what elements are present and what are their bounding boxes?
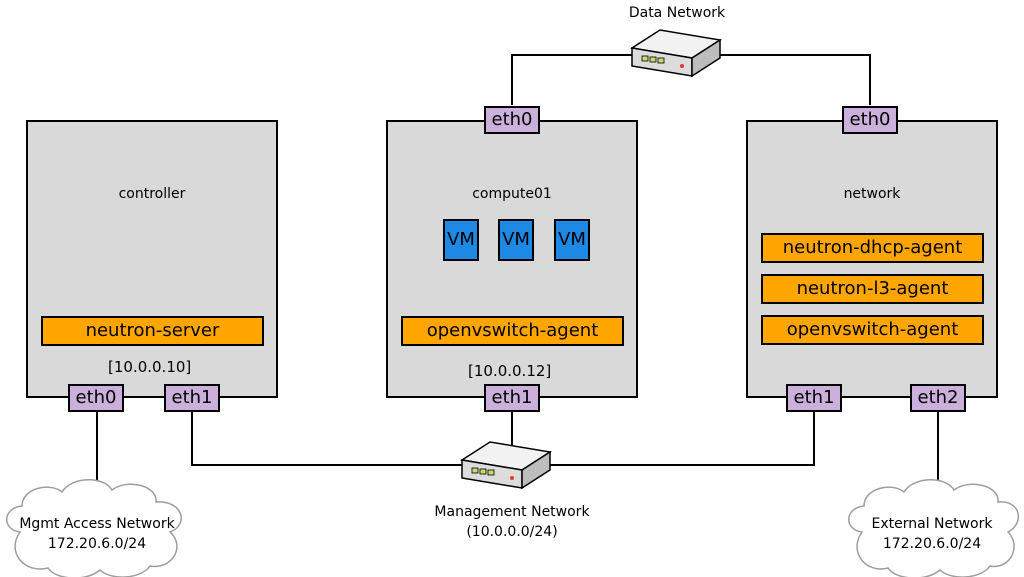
mgmt-link-controller [191,412,470,466]
external-network-label: External Network 172.20.6.0/24 [846,514,1018,554]
network-title: network [843,186,901,202]
management-network-name: Management Network [434,504,590,520]
controller-node: controller neutron-server [10.0.0.10] [26,120,278,398]
controller-eth0-port: eth0 [68,384,124,412]
external-network-name: External Network [871,516,993,532]
compute-openvswitch-agent-service: openvswitch-agent [401,316,624,346]
management-network-cidr: (10.0.0.0/24) [466,524,558,540]
neutron-l3-agent-service: neutron-l3-agent [761,274,984,304]
management-switch-icon [459,441,553,490]
controller-ip: [10.0.0.10] [108,358,192,376]
external-cloud-icon [848,479,1020,577]
compute-title: compute01 [472,186,552,202]
network-eth0-port: eth0 [842,106,898,134]
data-link-compute [511,54,640,105]
compute-eth1-port: eth1 [484,384,540,412]
data-link-network [718,54,871,105]
management-network-label: Management Network (10.0.0.0/24) [402,502,622,542]
vm-3: VM [554,219,590,261]
neutron-dhcp-agent-service: neutron-dhcp-agent [761,233,984,263]
data-network-label: Data Network [628,5,726,21]
mgmt-access-network-label: Mgmt Access Network 172.20.6.0/24 [2,514,192,554]
external-network-cidr: 172.20.6.0/24 [882,536,982,552]
controller-eth1-port: eth1 [164,384,220,412]
network-eth2-port: eth2 [910,384,966,412]
controller-title: controller [118,186,186,202]
vm-1: VM [443,219,479,261]
network-eth1-port: eth1 [786,384,842,412]
compute-ip: [10.0.0.12] [468,362,552,380]
network-openvswitch-agent-service: openvswitch-agent [761,315,984,345]
data-switch-icon [629,29,723,78]
neutron-server-service: neutron-server [41,316,264,346]
vm-2: VM [498,219,534,261]
mgmt-access-network-cidr: 172.20.6.0/24 [47,536,147,552]
network-node: network neutron-dhcp-agent neutron-l3-ag… [746,120,998,398]
mgmt-access-cloud-icon [6,479,182,577]
mgmt-access-network-name: Mgmt Access Network [19,516,175,532]
mgmt-link-network [550,412,815,466]
compute-eth0-port: eth0 [484,106,540,134]
compute-node: compute01 VM VM VM openvswitch-agent [10… [386,120,638,398]
